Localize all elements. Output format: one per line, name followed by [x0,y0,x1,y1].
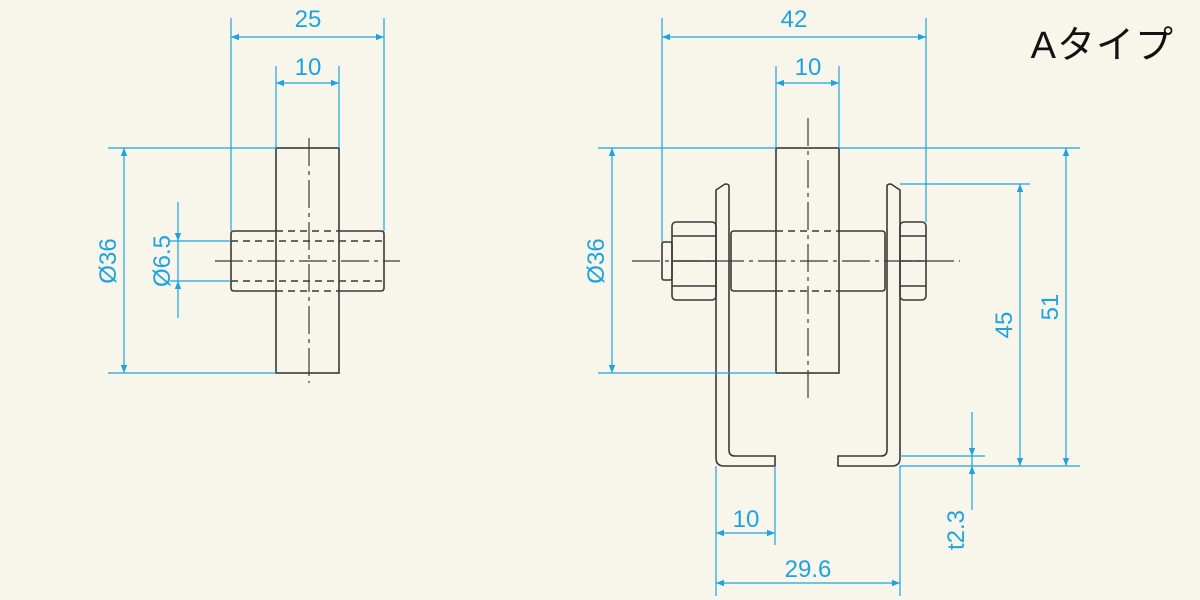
right-dim-height-51: 51 [1037,294,1064,321]
right-dim-height-45: 45 [991,312,1018,339]
left-dim-axle-dia: Ø6.5 [149,235,176,287]
right-dim-foot-width: 10 [733,506,760,533]
right-dim-wheel-width: 10 [795,54,822,81]
bolt-end [661,241,673,281]
right-dim-overall-width: 42 [781,6,808,33]
right-dim-thickness: t2.3 [943,510,970,550]
right-view: 42 10 Ø36 51 45 t2.3 [583,6,1080,596]
right-dim-wheel-dia: Ø36 [583,238,610,283]
left-view: 25 10 Ø36 Ø6.5 [95,6,400,383]
type-title: Aタイプ [1030,25,1174,67]
left-dim-wheel-width: 10 [295,54,322,81]
right-bracket [837,183,901,467]
left-dim-overall-width: 25 [295,6,322,33]
left-dim-wheel-dia: Ø36 [95,238,122,283]
right-dim-bracket-span: 29.6 [785,556,832,583]
left-bracket [715,183,776,467]
